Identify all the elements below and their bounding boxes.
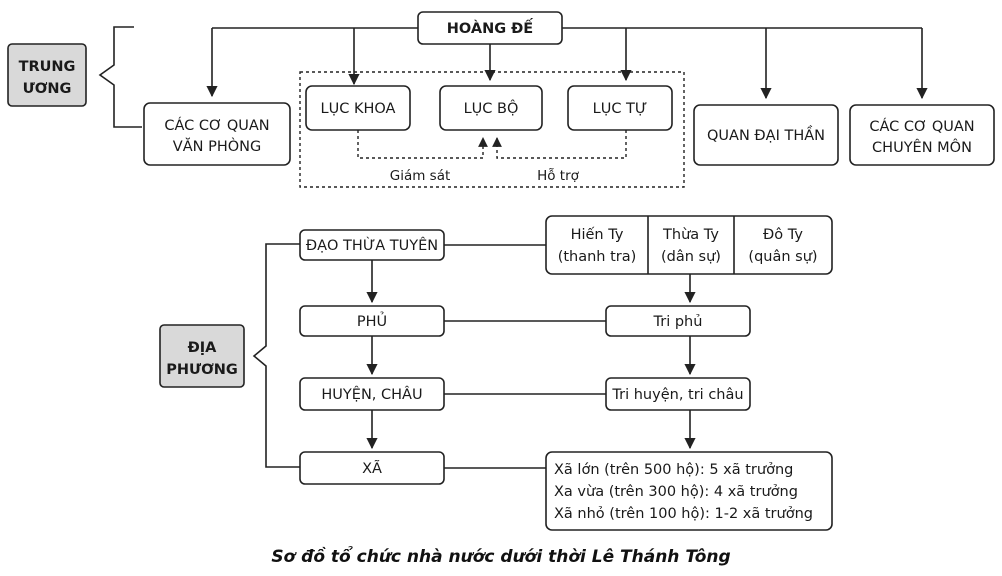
emperor-label: HOÀNG ĐẾ xyxy=(447,18,534,37)
luc-bo-label: LỤC BỘ xyxy=(464,99,519,117)
xa-label: XÃ xyxy=(362,460,382,477)
central-brace xyxy=(98,26,142,128)
support-label: Hỗ trợ xyxy=(537,167,580,184)
local-level-box xyxy=(159,324,245,388)
hien-ty-label-1: Hiến Ty xyxy=(571,226,624,243)
central-level-label-2: ƯƠNG xyxy=(23,81,72,97)
tri-huyen-label: Tri huyện, tri châu xyxy=(611,387,743,403)
xa-detail-small: Xã nhỏ (trên 100 hộ): 1-2 xã trưởng xyxy=(554,506,813,522)
office-box xyxy=(143,102,291,166)
local-bracket xyxy=(252,243,300,468)
do-ty-label-2: (quân sự) xyxy=(748,249,817,265)
central-level-label-1: TRUNG xyxy=(19,59,76,75)
office-label-2: VĂN PHÒNG xyxy=(173,137,261,155)
local-level-label-1: ĐỊA xyxy=(188,340,218,356)
xa-detail-medium: Xa vừa (trên 300 hộ): 4 xã trưởng xyxy=(554,484,798,500)
thua-ty-label-2: (dân sự) xyxy=(661,249,721,265)
phu-label: PHỦ xyxy=(357,311,387,330)
luc-khoa-label: LỤC KHOA xyxy=(321,101,396,117)
do-ty-label-1: Đô Ty xyxy=(763,227,803,243)
diagram-caption: Sơ đồ tổ chức nhà nước dưới thời Lê Thán… xyxy=(271,545,730,567)
three-ty-box xyxy=(545,215,833,275)
luc-tu-label: LỤC TỰ xyxy=(593,101,648,117)
central-level-box xyxy=(7,43,87,107)
supervise-label: Giám sát xyxy=(390,168,451,184)
huyen-label: HUYỆN, CHÂU xyxy=(321,385,422,403)
support-line xyxy=(492,130,627,159)
office-label-1: CÁC CƠ QUAN xyxy=(164,117,269,134)
grand-ministers-label: QUAN ĐẠI THẦN xyxy=(707,125,825,144)
luc-bo-box xyxy=(439,85,543,131)
thua-ty-label-1: Thừa Ty xyxy=(662,227,719,243)
grand-ministers-box xyxy=(693,104,839,166)
dao-label: ĐẠO THỪA TUYÊN xyxy=(306,236,438,254)
xa-detail-large: Xã lớn (trên 500 hộ): 5 xã trưởng xyxy=(554,462,793,478)
hien-ty-label-2: (thanh tra) xyxy=(558,249,637,265)
luc-tu-box xyxy=(567,85,673,131)
tri-phu-label: Tri phủ xyxy=(653,314,703,330)
local-level-label-2: PHƯƠNG xyxy=(166,362,238,378)
specialized-label-2: CHUYÊN MÔN xyxy=(872,138,972,156)
xa-details-box xyxy=(545,451,833,531)
specialized-label-1: CÁC CƠ QUAN xyxy=(869,118,974,135)
six-groups-frame xyxy=(299,71,685,188)
supervise-line xyxy=(357,130,488,159)
specialized-box xyxy=(849,104,995,166)
